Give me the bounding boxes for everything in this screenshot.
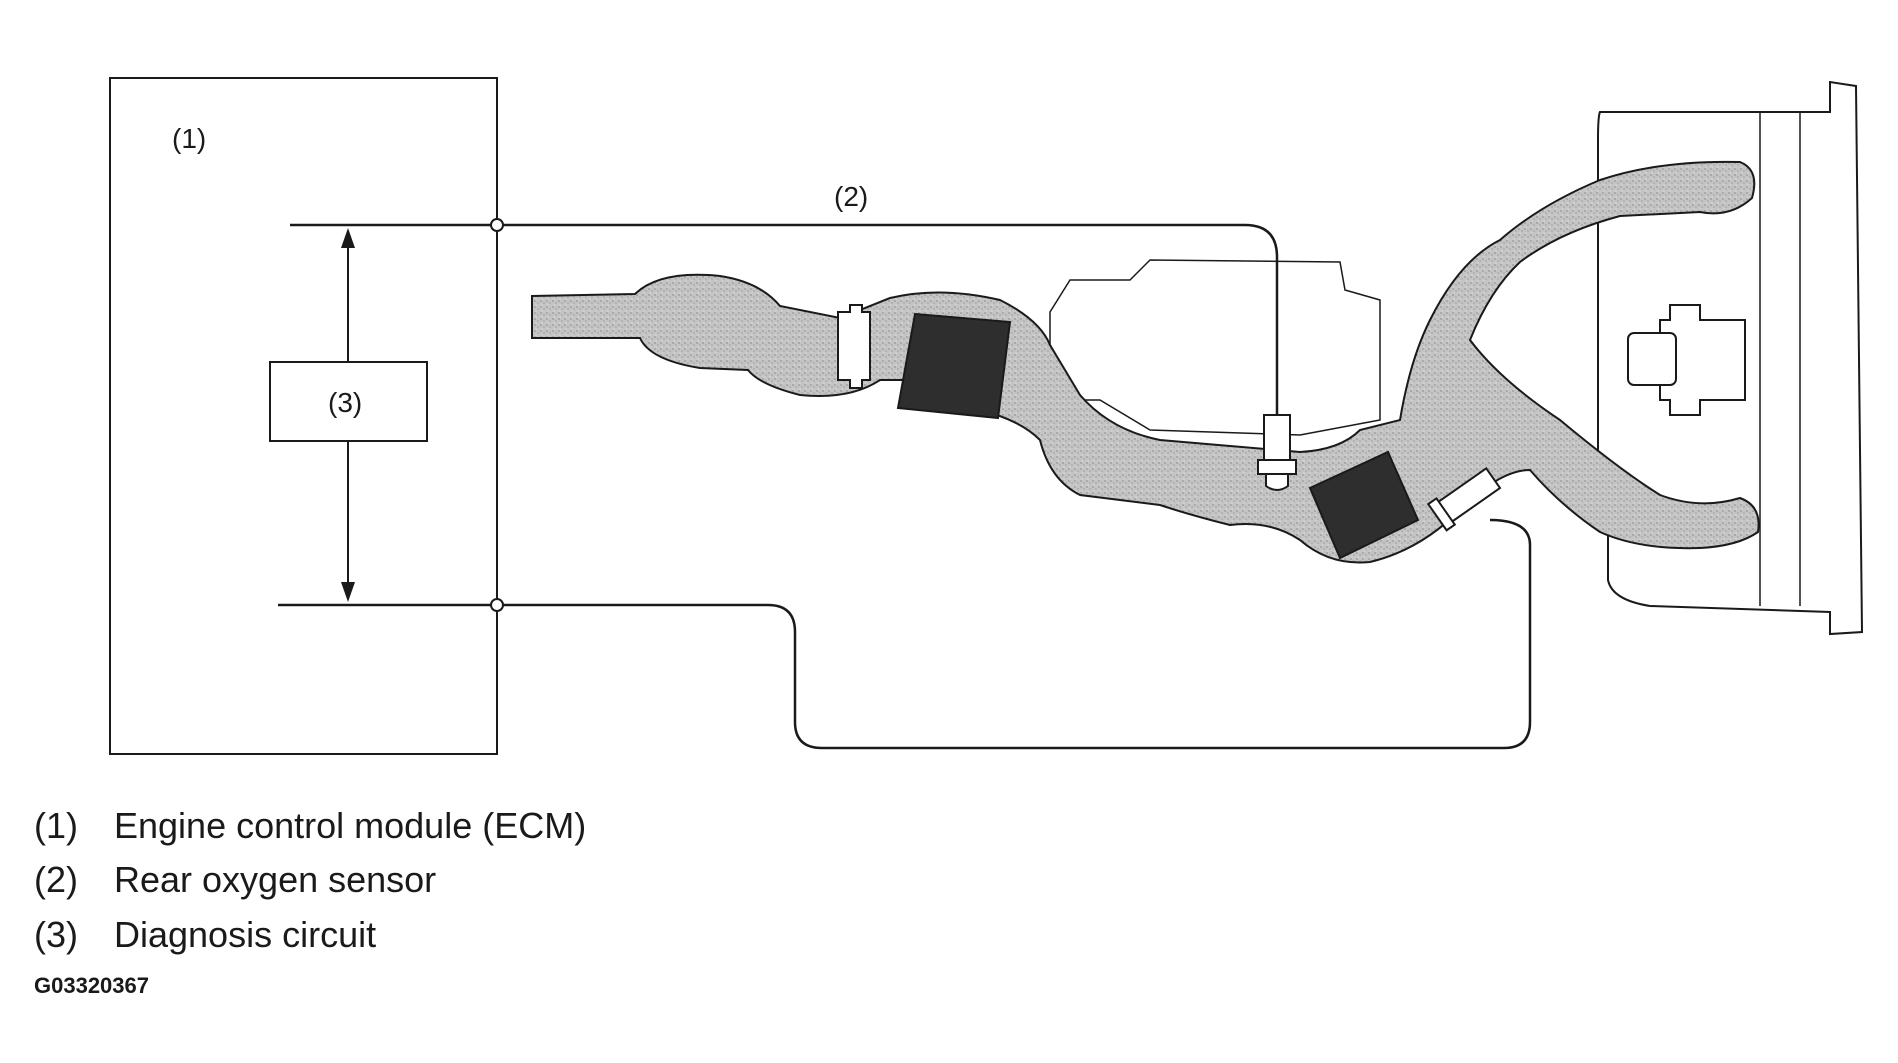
rear-oxygen-sensor-tip xyxy=(1265,473,1289,491)
wire-terminal-bottom xyxy=(490,598,504,612)
rear-catalyst xyxy=(896,312,1012,420)
diagnosis-circuit-callout: (3) xyxy=(328,387,362,418)
figure-code: G03320367 xyxy=(34,973,149,998)
legend-text: Rear oxygen sensor xyxy=(114,859,437,900)
legend-text: Diagnosis circuit xyxy=(114,914,377,955)
legend-num: (1) xyxy=(34,805,78,846)
front-sensor-wire xyxy=(278,518,1532,750)
ecm-callout: (1) xyxy=(172,123,206,154)
circuit-arrowhead-down xyxy=(341,582,355,602)
legend-item: (2) Rear oxygen sensor xyxy=(34,862,436,898)
sensor-callout: (2) xyxy=(834,181,868,212)
rear-sensor-wire xyxy=(290,223,1279,415)
legend-text: Engine control module (ECM) xyxy=(114,805,587,846)
front-catalyst xyxy=(1308,450,1420,560)
front-oxygen-sensor xyxy=(1426,466,1502,532)
pipe-flange xyxy=(837,304,871,389)
exhaust-pipe xyxy=(531,160,1760,564)
rear-oxygen-sensor-nut xyxy=(1257,459,1297,475)
legend-num: (3) xyxy=(34,914,78,955)
rear-oxygen-sensor xyxy=(1263,414,1291,464)
legend-item: (1) Engine control module (ECM) xyxy=(34,808,586,844)
engine-pulley-hub xyxy=(1627,332,1677,386)
frame-outline xyxy=(1049,259,1381,436)
engine-pulley xyxy=(1659,304,1746,416)
circuit-arrowhead-up xyxy=(341,228,355,248)
legend-num: (2) xyxy=(34,859,78,900)
ecm-box xyxy=(109,77,498,755)
wire-terminal-top xyxy=(490,218,504,232)
legend-item: (3) Diagnosis circuit xyxy=(34,917,376,953)
engine-outline xyxy=(1597,80,1864,636)
